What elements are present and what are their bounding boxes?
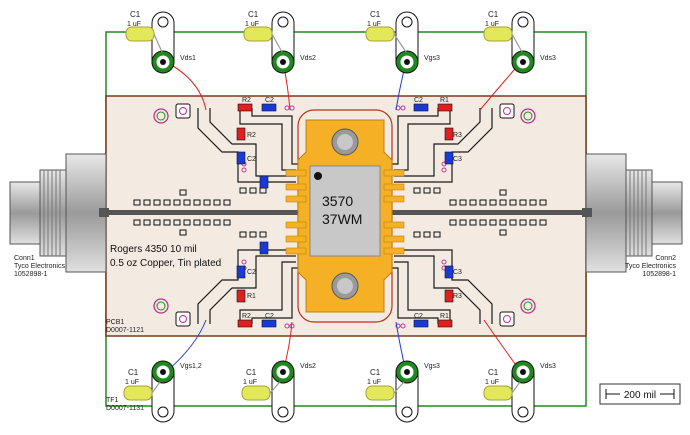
- label-c2-tr: C2: [414, 97, 423, 104]
- cap-ref-bottom-3: C1: [370, 368, 381, 377]
- scale-bar: 200 mil: [599, 383, 681, 405]
- label-c3-br: C3: [453, 269, 462, 276]
- label-c3-tr: C3: [453, 156, 462, 163]
- label-r2b-tl: R2: [247, 132, 256, 139]
- scale-label: 200 mil: [624, 390, 656, 401]
- cap-val-bottom-1: 1 uF: [125, 379, 139, 386]
- bias-post-bottom-3: C1 1 uF Vgs3: [365, 360, 440, 423]
- cap-val-bottom-2: 1 uF: [243, 379, 257, 386]
- label-c2-tl: C2: [265, 97, 274, 104]
- conn-right-maker: Tyco Electronics: [625, 263, 676, 270]
- label-r2-bl: R2: [242, 313, 251, 320]
- bias-post-top-1: C1 1 uF Vds1: [125, 10, 196, 74]
- cap-val-top-1: 1 uF: [127, 21, 141, 28]
- cap-ref-bottom-2: C1: [246, 368, 257, 377]
- conn-right-part: 1052898-1: [643, 271, 677, 278]
- label-r2-tl: R2: [242, 97, 251, 104]
- conn-left-ref: Conn1: [14, 255, 35, 262]
- fixture-part: D0007-1131: [106, 405, 144, 412]
- net-bottom-4: Vds3: [540, 363, 556, 370]
- bias-post-top-4: C1 1 uF Vds3: [483, 10, 556, 74]
- conn-right-ref: Conn2: [655, 255, 676, 262]
- bias-post-bottom-2: C1 1 uF Vds2: [241, 360, 316, 423]
- cap-ref-top-1: C1: [130, 10, 141, 19]
- label-c2b-bl: C2: [247, 269, 256, 276]
- label-r1-tr: R1: [440, 97, 449, 104]
- conn-left-maker: Tyco Electronics: [14, 263, 65, 270]
- transistor-package: 3570 37WM: [285, 109, 405, 323]
- bias-post-bottom-1: C1 1 uF Vgs1,2: [123, 360, 202, 423]
- fixture-ref: TF1: [106, 397, 119, 404]
- net-top-2: Vds2: [300, 55, 316, 62]
- cap-ref-top-3: C1: [370, 10, 381, 19]
- material-line1: Rogers 4350 10 mil: [110, 244, 197, 255]
- bias-post-top-2: C1 1 uF Vds2: [243, 10, 316, 74]
- net-bottom-3: Vgs3: [424, 363, 440, 370]
- cap-ref-bottom-1: C1: [128, 368, 139, 377]
- label-r1-bl: R1: [247, 293, 256, 300]
- label-c2-br: C2: [414, 313, 423, 320]
- cap-val-top-3: 1 uF: [367, 21, 381, 28]
- cap-val-bottom-3: 1 uF: [367, 379, 381, 386]
- smd-refdes: R2 C2 R2 C2 R1 C2 R3 C3 R2 C2 R1 C2 R1 C…: [242, 97, 462, 320]
- cap-ref-top-4: C1: [488, 10, 499, 19]
- transistor-marking-line1: 3570: [322, 193, 353, 209]
- cap-ref-bottom-4: C1: [488, 368, 499, 377]
- label-r1-br: R1: [440, 313, 449, 320]
- bias-post-top-3: C1 1 uF Vgs3: [365, 10, 440, 74]
- material-line2: 0.5 oz Copper, Tin plated: [110, 258, 221, 269]
- pcb-part: D0007-1121: [106, 327, 144, 334]
- net-bottom-2: Vds2: [300, 363, 316, 370]
- bias-post-bottom-4: C1 1 uF Vds3: [483, 360, 556, 423]
- label-c2-bl: C2: [265, 313, 274, 320]
- via-rows: [133, 187, 547, 238]
- label-r3-tr: R3: [453, 132, 462, 139]
- net-top-3: Vgs3: [424, 55, 440, 62]
- cap-ref-top-2: C1: [248, 10, 259, 19]
- sma-connector-right: [582, 153, 683, 273]
- pcb-ref: PCB1: [106, 319, 124, 326]
- cap-val-top-4: 1 uF: [485, 21, 499, 28]
- conn-left-part: 1052898-1: [14, 271, 48, 278]
- cap-val-bottom-4: 1 uF: [485, 379, 499, 386]
- transistor-marking-line2: 37WM: [322, 211, 362, 227]
- sma-connector-left: [9, 153, 109, 273]
- cap-val-top-2: 1 uF: [245, 21, 259, 28]
- smd-components: [236, 103, 454, 328]
- net-top-4: Vds3: [540, 55, 556, 62]
- pcb-vias: [153, 103, 536, 329]
- net-bottom-1: Vgs1,2: [180, 363, 202, 370]
- label-c2b-tl: C2: [247, 156, 256, 163]
- net-top-1: Vds1: [180, 55, 196, 62]
- label-r3-br: R3: [453, 293, 462, 300]
